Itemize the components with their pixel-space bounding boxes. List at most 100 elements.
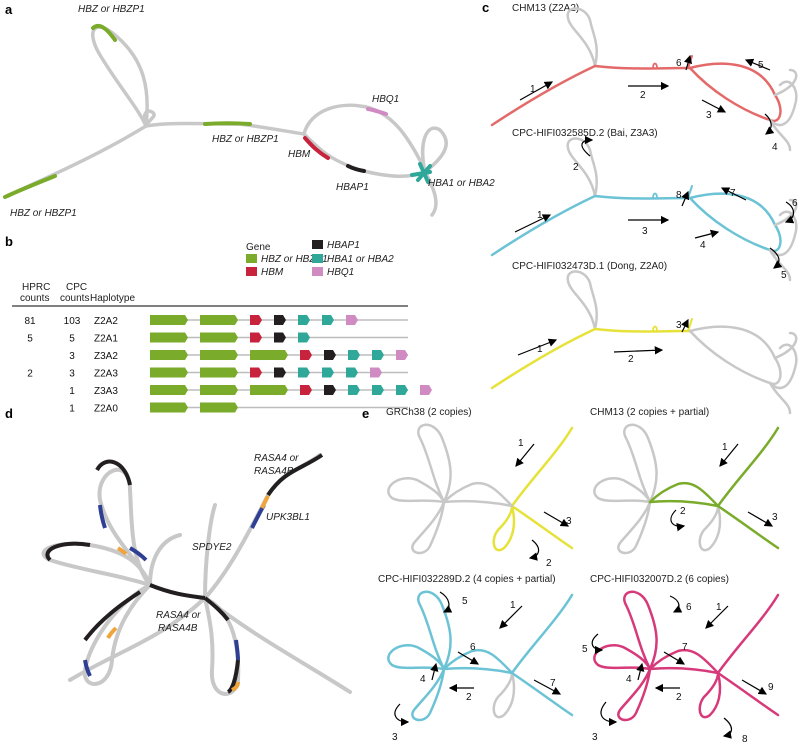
direction-arrow [543,511,570,527]
header-cpc-2: counts [60,293,89,304]
graph-edge [773,68,798,97]
legend-swatch [246,254,257,263]
orange-segment-2 [106,626,118,639]
hbm-segment [303,136,330,160]
legend-label: HBAP1 [327,240,360,251]
label-hba: HBA1 or HBA2 [428,178,495,189]
gene-block [346,367,358,378]
step-number: 8 [742,734,748,745]
graph-edge [510,593,574,675]
gene-block [200,367,238,378]
step-number: 8 [676,190,682,201]
step-number: 1 [716,602,722,613]
graph-edge [593,194,692,200]
e-title-1: GRCh38 (2 copies) [386,407,472,418]
orange-segment-1 [116,546,128,556]
graph-edge [510,504,574,550]
gene-block [274,367,286,378]
step-number: 4 [626,674,632,685]
graph-edge [768,210,798,257]
legend-swatch [312,254,323,263]
graph-edge [768,80,798,127]
graph-edge [617,667,652,722]
gene-block [200,402,238,413]
gene-block [250,315,262,325]
label-hbm: HBM [288,149,311,160]
gene-block [300,385,312,395]
black-segment-2 [95,459,132,486]
gene-block [370,367,382,378]
hbz-segment-top [91,23,117,42]
cpc-count: 103 [64,316,81,327]
gene-block [250,385,288,395]
direction-arrow [636,662,645,681]
graph-edge [716,593,780,675]
graph-edge [768,381,792,415]
blue-segment-3 [83,659,92,677]
step-number: 1 [530,84,536,95]
hba-segment [410,162,432,184]
step-number: 5 [758,60,764,71]
step-number: 5 [582,644,588,655]
panel-c-label: c [482,0,489,15]
header-hprc-1: HPRC [22,282,50,293]
haplotype-name: Z2A3 [94,369,118,380]
panel-d: d [5,406,352,696]
header-cpc-1: CPC [66,282,87,293]
gene-block [150,367,188,378]
label-rasa-top-2: RASA4B [254,466,294,477]
legend-label: HBZ or HBZP1 [261,254,328,265]
graph-edge [593,327,692,333]
rasa-top-segment [266,453,324,497]
step-number: 6 [470,642,476,653]
hbq1-segment [366,107,388,116]
rasa-mid-segment [149,583,206,600]
legend-title: Gene [246,242,271,253]
graph-edge [652,62,658,69]
direction-arrow [517,338,558,356]
graph-edge [648,666,720,675]
direction-arrow [683,54,693,71]
graph-edge [566,137,598,198]
graph-edge [687,318,693,332]
step-number: 6 [686,602,692,613]
step-number: 1 [518,438,524,449]
blue-segment-1 [98,504,107,529]
graph-edge [652,325,658,332]
direction-arrow [519,81,554,101]
c-title-3: CPC-HIFI032473D.1 (Dong, Z2A0) [512,261,667,272]
cpc-count: 3 [69,351,75,362]
graph-edge [623,590,658,671]
haplotype-name: Z2A1 [94,334,118,345]
panel-a-label: a [5,2,13,17]
step-number: 5 [781,270,787,281]
direction-arrow [430,662,439,681]
legend-swatch [312,240,323,249]
e-graph [387,590,574,722]
gene-block [250,367,262,378]
gene-block [322,315,334,325]
direction-arrow [613,346,664,355]
gene-block [372,385,384,395]
graph-edge [648,648,720,675]
label-spdye: SPDYE2 [192,542,232,553]
direction-arrow [744,58,771,71]
step-number: 2 [640,90,646,101]
graph-edge [411,667,446,722]
graph-edge [648,481,720,508]
cpc-count: 5 [69,334,75,345]
step-number: 2 [628,354,634,365]
gene-block [200,350,238,360]
blue-segment-4 [234,639,240,661]
graph-edge [617,500,652,555]
gene-block [420,385,432,395]
step-number: 6 [676,58,682,69]
direction-arrow [663,651,686,665]
black-segment-5 [226,659,240,694]
step-number: 2 [546,558,552,569]
cpc-count: 1 [69,404,75,415]
gene-block [346,315,358,325]
gene-block [200,385,238,395]
gene-block [348,350,360,360]
